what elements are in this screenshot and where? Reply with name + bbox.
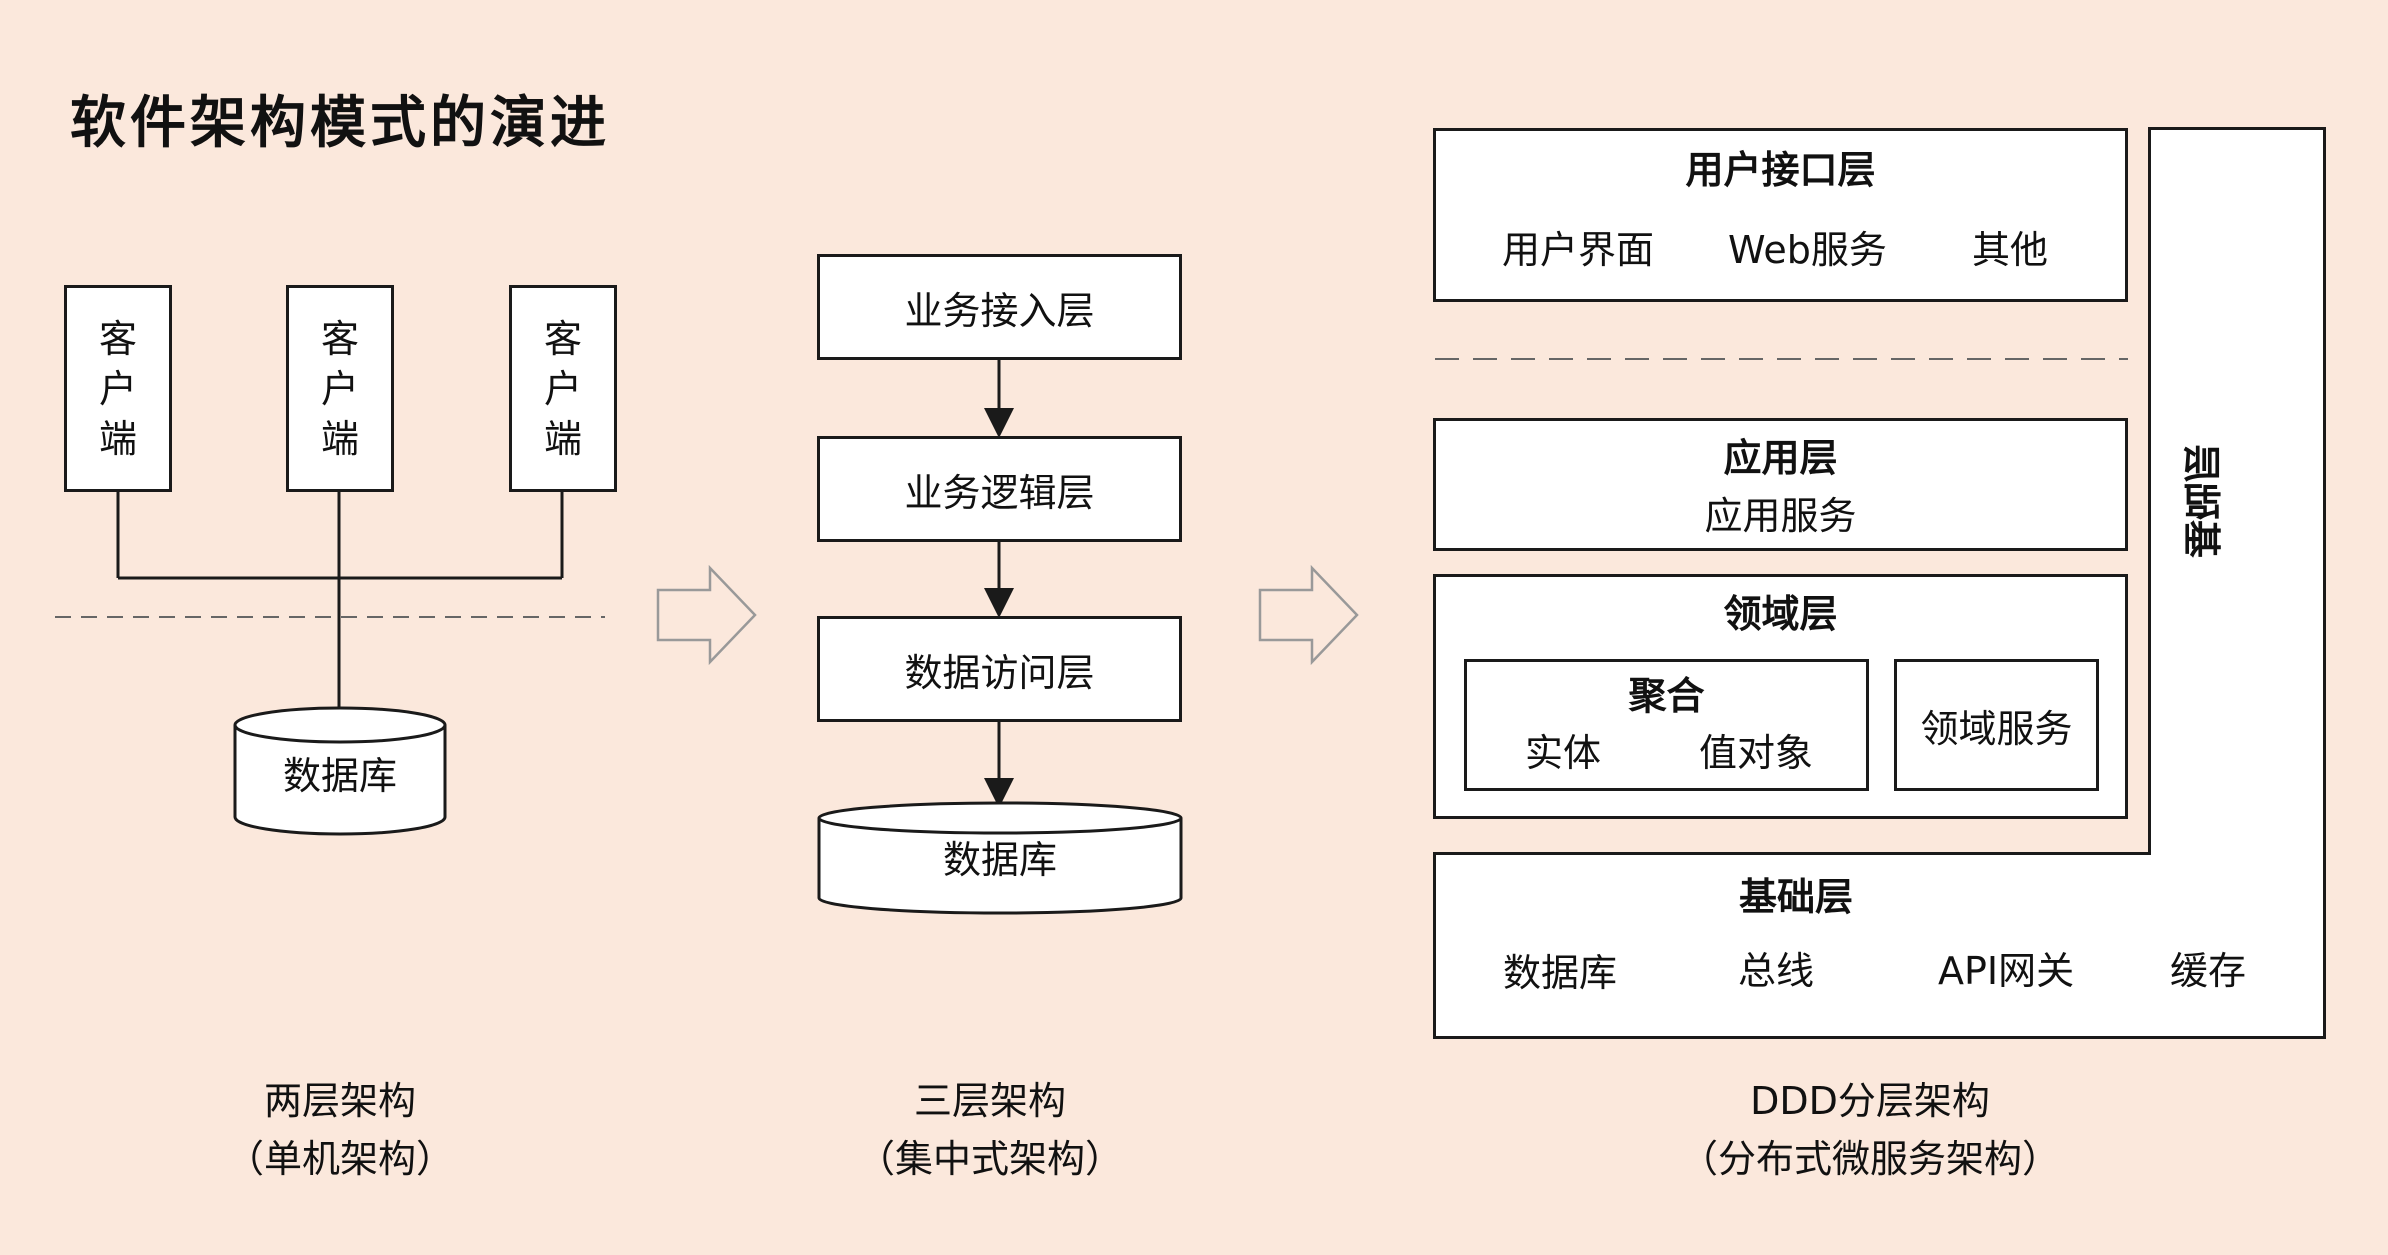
three-tier-database-label: 数据库 bbox=[942, 837, 1057, 882]
user-interface-layer: 用户接口层 用户界面 Web服务 其他 bbox=[1433, 128, 2128, 302]
two-tier-caption-line1: 两层架构 bbox=[263, 1079, 416, 1123]
three-tier-caption-line2: （集中式架构） bbox=[856, 1137, 1123, 1181]
infrastructure-item: 缓存 bbox=[2170, 949, 2247, 993]
infrastructure-layer-title: 基础层 bbox=[1738, 875, 1853, 919]
transition-arrow-1 bbox=[656, 564, 757, 666]
client-label: 客户端 bbox=[320, 316, 359, 461]
three-tier-caption-line1: 三层架构 bbox=[913, 1079, 1066, 1123]
two-tier-caption-line2: （单机架构） bbox=[225, 1137, 454, 1181]
user-interface-item: 其他 bbox=[1972, 228, 2049, 272]
infrastructure-item: API网关 bbox=[1938, 949, 2075, 993]
user-interface-layer-title: 用户接口层 bbox=[1685, 148, 1876, 192]
entity-label: 实体 bbox=[1525, 731, 1602, 775]
client-label: 客户端 bbox=[543, 316, 582, 461]
aggregate-title: 聚合 bbox=[1628, 673, 1705, 718]
user-interface-item: 用户界面 bbox=[1502, 228, 1655, 272]
two-tier-database-label: 数据库 bbox=[282, 753, 397, 798]
ddd-caption: DDD分层架构 （分布式微服务架构） bbox=[1660, 1072, 2080, 1188]
client-box-3: 客户端 bbox=[509, 285, 617, 492]
domain-layer-title: 领域层 bbox=[1723, 592, 1838, 636]
infrastructure-layer-shape bbox=[1433, 127, 2326, 1039]
client-label: 客户端 bbox=[98, 316, 137, 461]
transition-arrow-2 bbox=[1258, 564, 1359, 666]
client-box-1: 客户端 bbox=[64, 285, 172, 492]
ddd-caption-line1: DDD分层架构 bbox=[1750, 1079, 1990, 1123]
three-tier-database-icon bbox=[817, 801, 1183, 915]
application-layer: 应用层 应用服务 bbox=[1433, 418, 2128, 551]
infrastructure-item: 总线 bbox=[1738, 949, 1815, 993]
infrastructure-item: 数据库 bbox=[1503, 951, 1618, 995]
business-access-layer: 业务接入层 bbox=[817, 254, 1182, 360]
domain-layer: 领域层 聚合 实体 值对象 领域服务 bbox=[1433, 574, 2128, 819]
infrastructure-side-label: 基础层 bbox=[2179, 444, 2224, 559]
aggregate-box: 聚合 实体 值对象 bbox=[1464, 659, 1869, 791]
two-tier-connectors bbox=[116, 492, 564, 712]
application-service: 应用服务 bbox=[1704, 494, 1857, 538]
ddd-caption-line2: （分布式微服务架构） bbox=[1679, 1137, 2060, 1181]
business-logic-layer: 业务逻辑层 bbox=[817, 436, 1182, 542]
page-title: 软件架构模式的演进 bbox=[70, 91, 610, 156]
client-box-2: 客户端 bbox=[286, 285, 394, 492]
application-layer-title: 应用层 bbox=[1723, 436, 1838, 480]
data-access-layer: 数据访问层 bbox=[817, 616, 1182, 722]
two-tier-caption: 两层架构 （单机架构） bbox=[190, 1072, 490, 1188]
value-object-label: 值对象 bbox=[1699, 731, 1814, 775]
two-tier-database-icon bbox=[233, 706, 447, 836]
domain-service-box: 领域服务 bbox=[1894, 659, 2099, 791]
three-tier-caption: 三层架构 （集中式架构） bbox=[810, 1072, 1170, 1188]
user-interface-item: Web服务 bbox=[1728, 228, 1887, 272]
